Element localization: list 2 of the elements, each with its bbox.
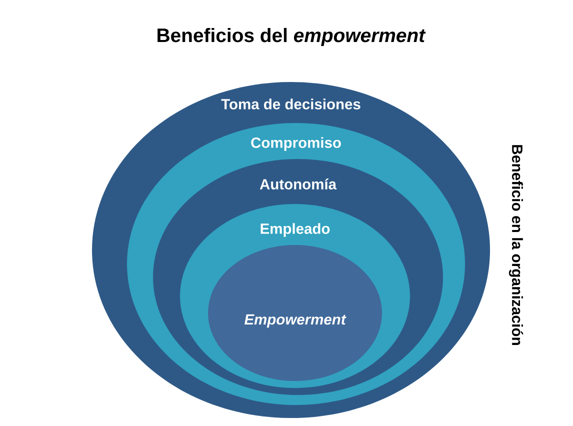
vertical-label: Beneficio en la organización xyxy=(508,145,524,345)
title: Beneficios del empowerment xyxy=(158,28,426,46)
